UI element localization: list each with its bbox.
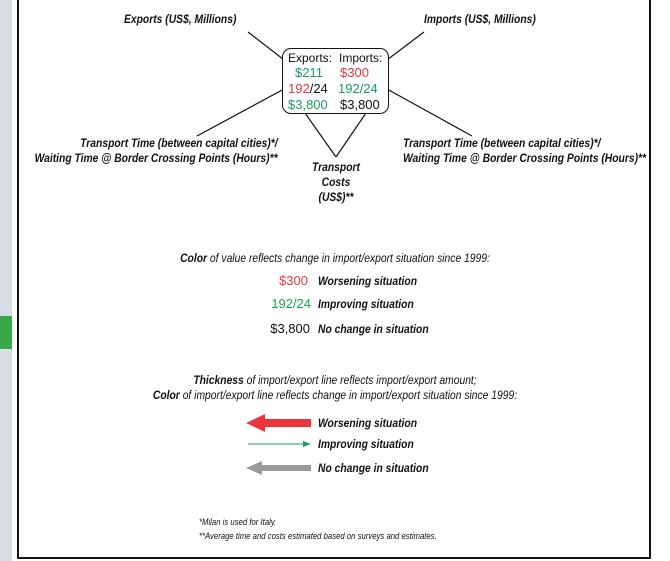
costs-callout-line-right [335, 112, 367, 158]
transport-time-left-line1: Transport Time (between capital cities)*… [80, 136, 278, 150]
box-export-time-waiting: /24 [309, 81, 328, 96]
line-legend-improving-desc: Improving situation [318, 437, 414, 451]
imports-label: Imports (US$, Millions) [424, 12, 536, 26]
map-edge-strip [0, 0, 12, 561]
improving-arrowhead [303, 441, 311, 447]
time-left-callout-line [196, 88, 285, 137]
box-exports-header: Exports: [288, 51, 333, 65]
transport-costs-line3: (US$)** [318, 190, 354, 204]
exports-label: Exports (US$, Millions) [124, 12, 237, 26]
transport-costs-line2: Costs [321, 175, 351, 189]
value-legend-title: Color of value reflects change in import… [167, 251, 502, 265]
transport-time-left-line2: Waiting Time @ Border Crossing Points (H… [34, 151, 278, 165]
box-import-time: 192/24 [338, 81, 378, 96]
worsening-arrow [246, 414, 311, 432]
line-legend-title-2-bold: Color [152, 388, 180, 402]
line-legend-title-1: Thickness of import/export line reflects… [142, 373, 529, 387]
costs-callout-line-left [304, 112, 337, 158]
value-legend-title-bold: Color [180, 251, 208, 265]
transport-time-right-line2: Waiting Time @ Border Crossing Points (H… [403, 151, 647, 165]
value-legend-nochange-desc: No change in situation [318, 322, 429, 336]
value-legend-title-rest: of value reflects change in import/expor… [207, 251, 490, 265]
line-legend-arrows [246, 414, 311, 475]
line-legend-title-1-rest: of import/export line reflects import/ex… [243, 373, 477, 387]
box-export-time: 192/24 [288, 81, 328, 96]
transport-time-right-line1: Transport Time (between capital cities)*… [403, 136, 601, 150]
transport-costs-line1: Transport [312, 160, 360, 174]
footnote-estimates: **Average time and costs estimated based… [199, 531, 437, 541]
box-import-cost: $3,800 [340, 97, 380, 112]
value-legend-worsening-value: $300 [279, 273, 308, 288]
map-edge-green-marker [0, 316, 12, 349]
value-legend-nochange-value: $3,800 [270, 321, 310, 336]
time-right-callout-line [386, 88, 473, 137]
no-change-arrow [246, 461, 311, 475]
line-legend-worsening-desc: Worsening situation [318, 416, 418, 430]
box-export-value: $211 [295, 65, 323, 80]
value-legend-improving-value: 192/24 [271, 296, 311, 311]
line-legend-title-2-rest: of import/export line reflects change in… [179, 388, 518, 402]
box-export-time-transport: 192 [288, 81, 310, 96]
line-legend-nochange-desc: No change in situation [318, 461, 429, 475]
value-legend-worsening-desc: Worsening situation [318, 274, 418, 288]
box-imports-header: Imports: [339, 51, 383, 65]
box-export-cost: $3,800 [288, 97, 328, 112]
values-box: Exports: Imports: $211 $300 192/24 192/2… [282, 48, 389, 114]
footnote-milan: *Milan is used for Italy. [199, 517, 277, 527]
line-legend-title-2: Color of import/export line reflects cha… [99, 388, 572, 402]
line-legend-title-1-bold: Thickness [193, 373, 244, 387]
box-import-value: $300 [340, 65, 369, 80]
value-legend-improving-desc: Improving situation [318, 297, 414, 311]
